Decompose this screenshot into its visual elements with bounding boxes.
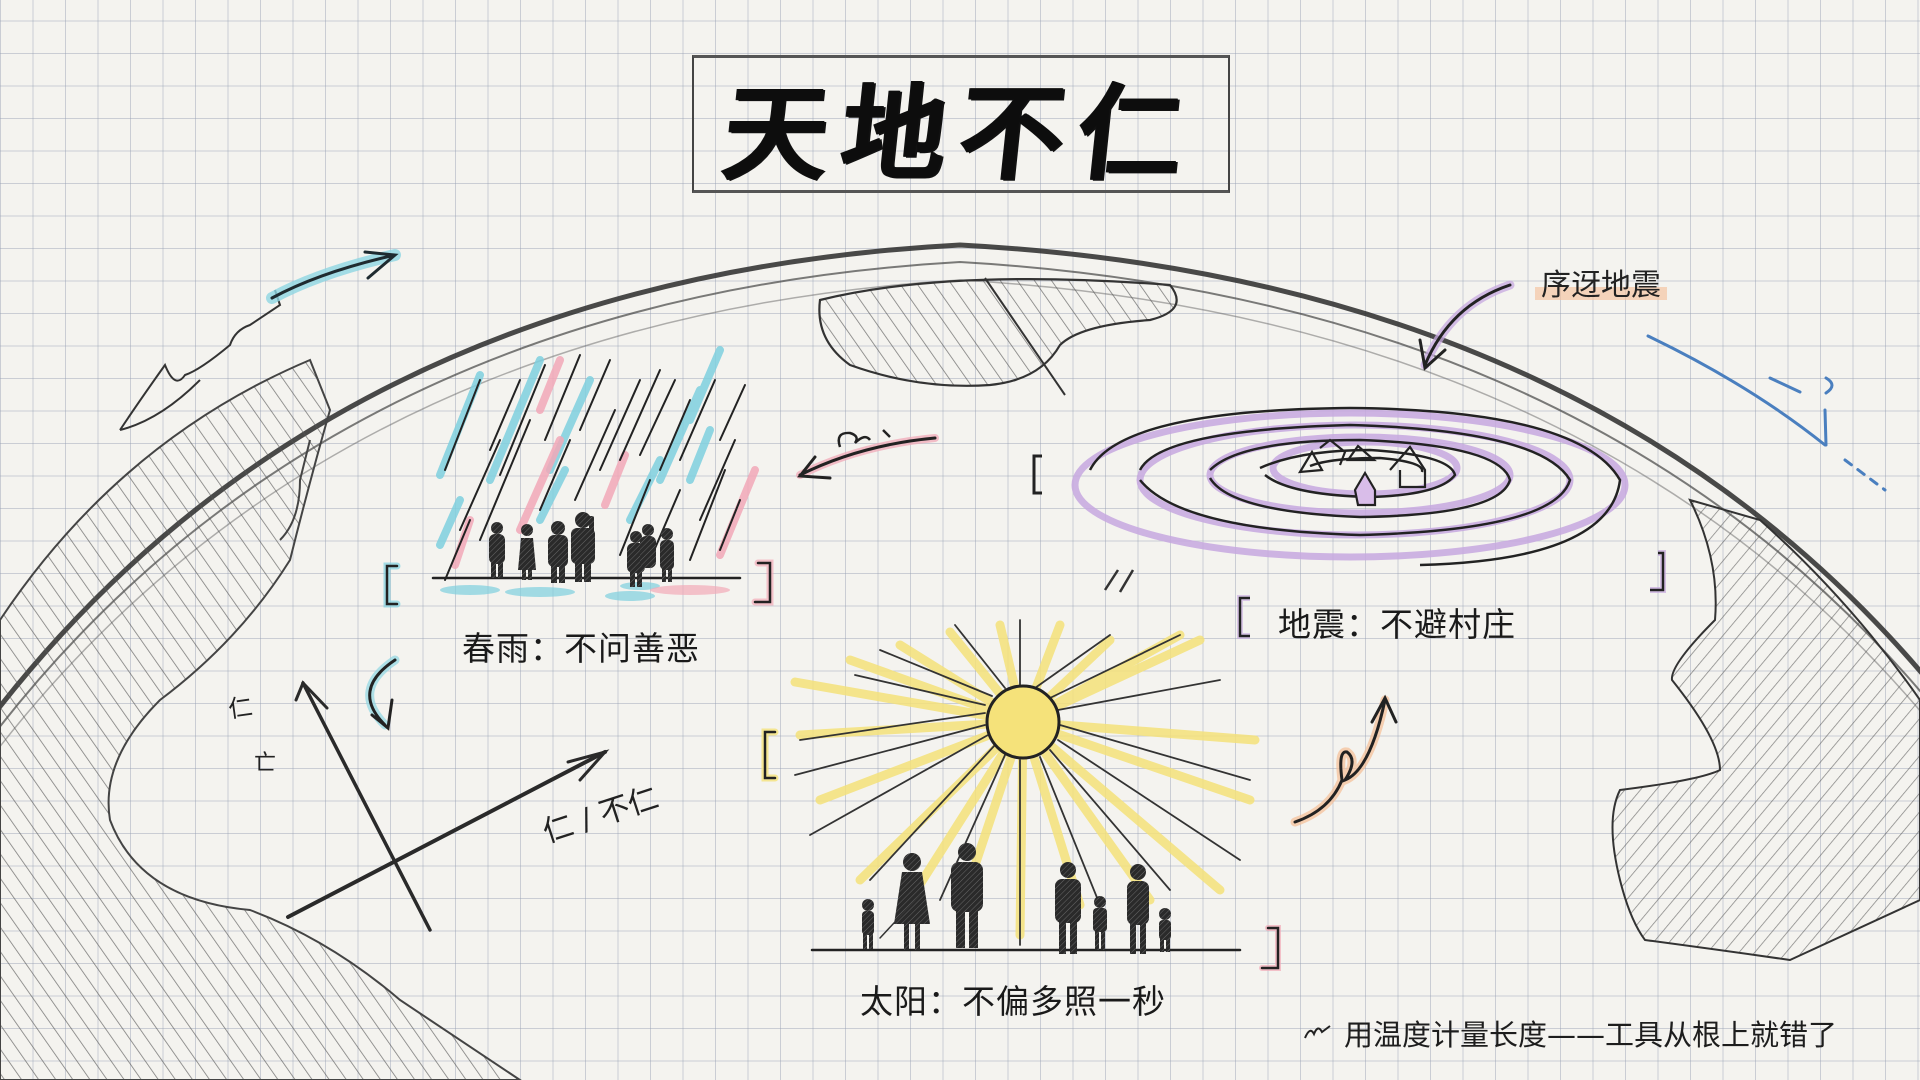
bracket-left — [1032, 454, 1042, 495]
person-silhouette — [660, 528, 674, 582]
blue-pen-marks — [1646, 334, 1887, 492]
person-silhouette — [571, 512, 595, 582]
bracket-right — [1650, 550, 1666, 593]
continent-right — [1611, 498, 1920, 962]
side-glyph-2: 亡 — [254, 751, 277, 776]
footer-note: 用温度计量长度——工具从根上就错了 — [1300, 1012, 1837, 1054]
woman-silhouette — [1127, 864, 1149, 954]
pink-arrow-icon — [796, 429, 939, 480]
person-silhouette — [518, 524, 536, 580]
cyan-arrow-icon — [266, 249, 401, 304]
continent-top — [818, 277, 1178, 396]
man-silhouette — [1055, 862, 1081, 954]
quake-note-arrow-icon — [1418, 280, 1515, 371]
pencil-scribble-icon — [1304, 1025, 1331, 1039]
page-title: 天地不仁 — [717, 71, 1203, 195]
man-silhouette — [951, 843, 983, 948]
bracket-right — [1259, 925, 1281, 971]
child-silhouette — [1159, 908, 1171, 952]
sun-rays-ink — [794, 619, 1251, 946]
earthquake-note: 序迓地震 — [1535, 260, 1667, 304]
person-silhouette — [489, 522, 505, 578]
bracket-right — [751, 559, 774, 606]
cyan-curve-arrow-icon — [365, 655, 400, 731]
sun-scene — [761, 619, 1281, 971]
axis-arrows — [286, 680, 610, 932]
loop-arrow-icon — [1290, 694, 1398, 827]
person-silhouette — [548, 521, 568, 583]
footer-text: 用温度计量长度——工具从根上就错了 — [1344, 1018, 1838, 1052]
side-glyph-1: 仁 — [226, 692, 255, 724]
child-silhouette — [862, 899, 874, 949]
caption-spring-rain: 春雨：不问善恶 — [462, 629, 700, 668]
sun-rays — [790, 620, 1260, 940]
caption-sun: 太阳：不偏多照一秒 — [860, 982, 1166, 1021]
rain-scene — [383, 346, 774, 608]
person-silhouette — [640, 524, 656, 568]
woman-silhouette — [894, 853, 930, 950]
child-silhouette — [1093, 896, 1107, 950]
caption-earthquake: 地震：不避村庄 — [1278, 605, 1516, 644]
title-frame: 天地不仁 — [692, 55, 1230, 195]
bracket-left — [383, 562, 401, 608]
bracket-left — [761, 728, 779, 782]
earthquake-scene — [1032, 406, 1666, 639]
continent-left — [0, 358, 522, 1080]
sun-icon — [985, 684, 1061, 760]
scribble-top-left — [119, 289, 282, 431]
